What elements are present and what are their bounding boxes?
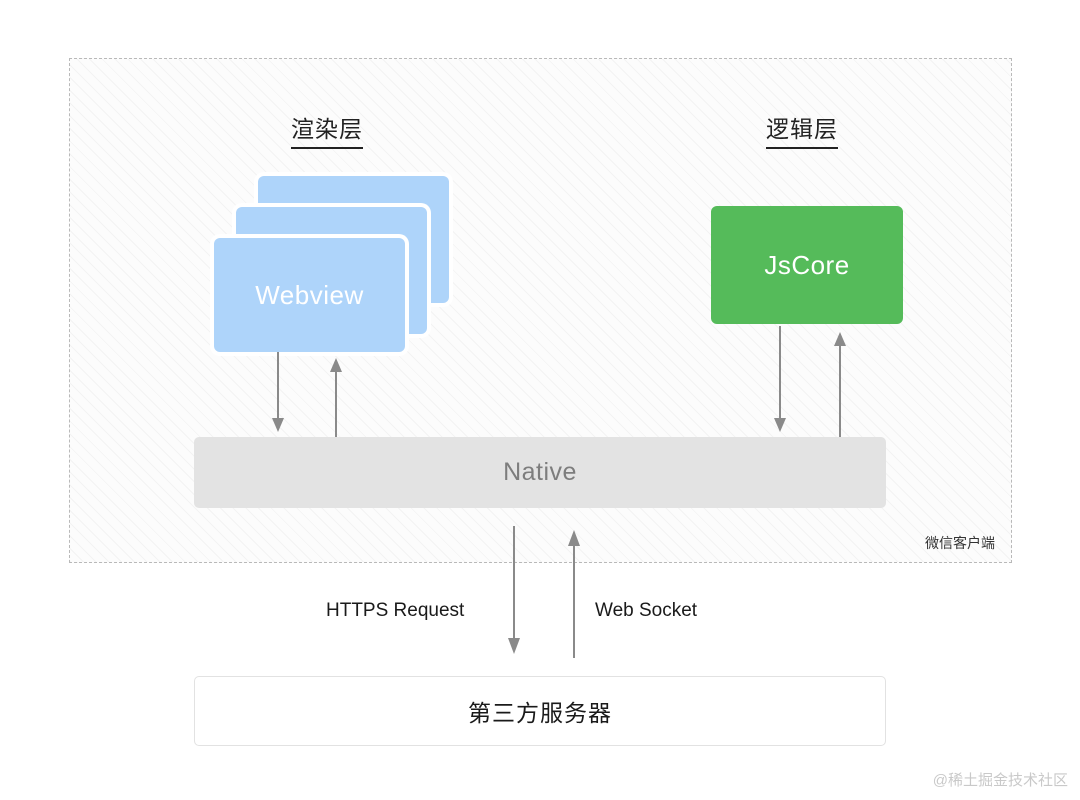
third-party-server-label: 第三方服务器 [468, 700, 612, 726]
jscore-box: JsCore [711, 206, 903, 324]
https-request-label: HTTPS Request [326, 600, 465, 621]
web-socket-label: Web Socket [595, 600, 698, 621]
arrow-jscore-to-native [774, 326, 786, 432]
webview-card-front: Webview [214, 238, 405, 352]
arrow-native-to-webview [330, 358, 342, 438]
webview-native-arrows [272, 352, 342, 438]
render-layer-title: 渲染层 [291, 110, 363, 149]
arrow-native-to-jscore [834, 332, 846, 438]
native-bar: Native [194, 437, 886, 508]
jscore-label: JsCore [764, 249, 850, 280]
arrow-webview-to-native [272, 352, 284, 432]
jscore-native-arrows [774, 326, 846, 438]
native-label: Native [503, 458, 577, 486]
watermark: @稀土掘金技术社区 [932, 772, 1068, 789]
webview-label: Webview [255, 279, 364, 310]
arrow-native-to-server-https [508, 526, 520, 654]
native-server-arrows [508, 526, 580, 658]
third-party-server-box: 第三方服务器 [194, 676, 886, 746]
logic-layer-title: 逻辑层 [766, 110, 838, 149]
wechat-client-label: 微信客户端 [925, 535, 995, 551]
arrow-server-to-native-websocket [568, 530, 580, 658]
